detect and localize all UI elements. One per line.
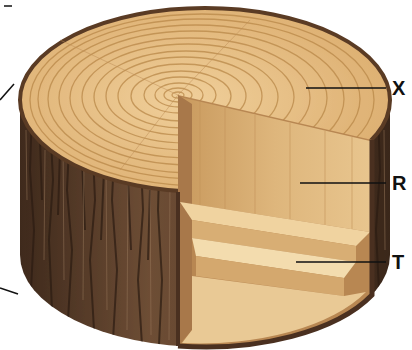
part-label: R (392, 173, 406, 193)
part-label: X (392, 78, 405, 98)
part-label: T (392, 252, 404, 272)
